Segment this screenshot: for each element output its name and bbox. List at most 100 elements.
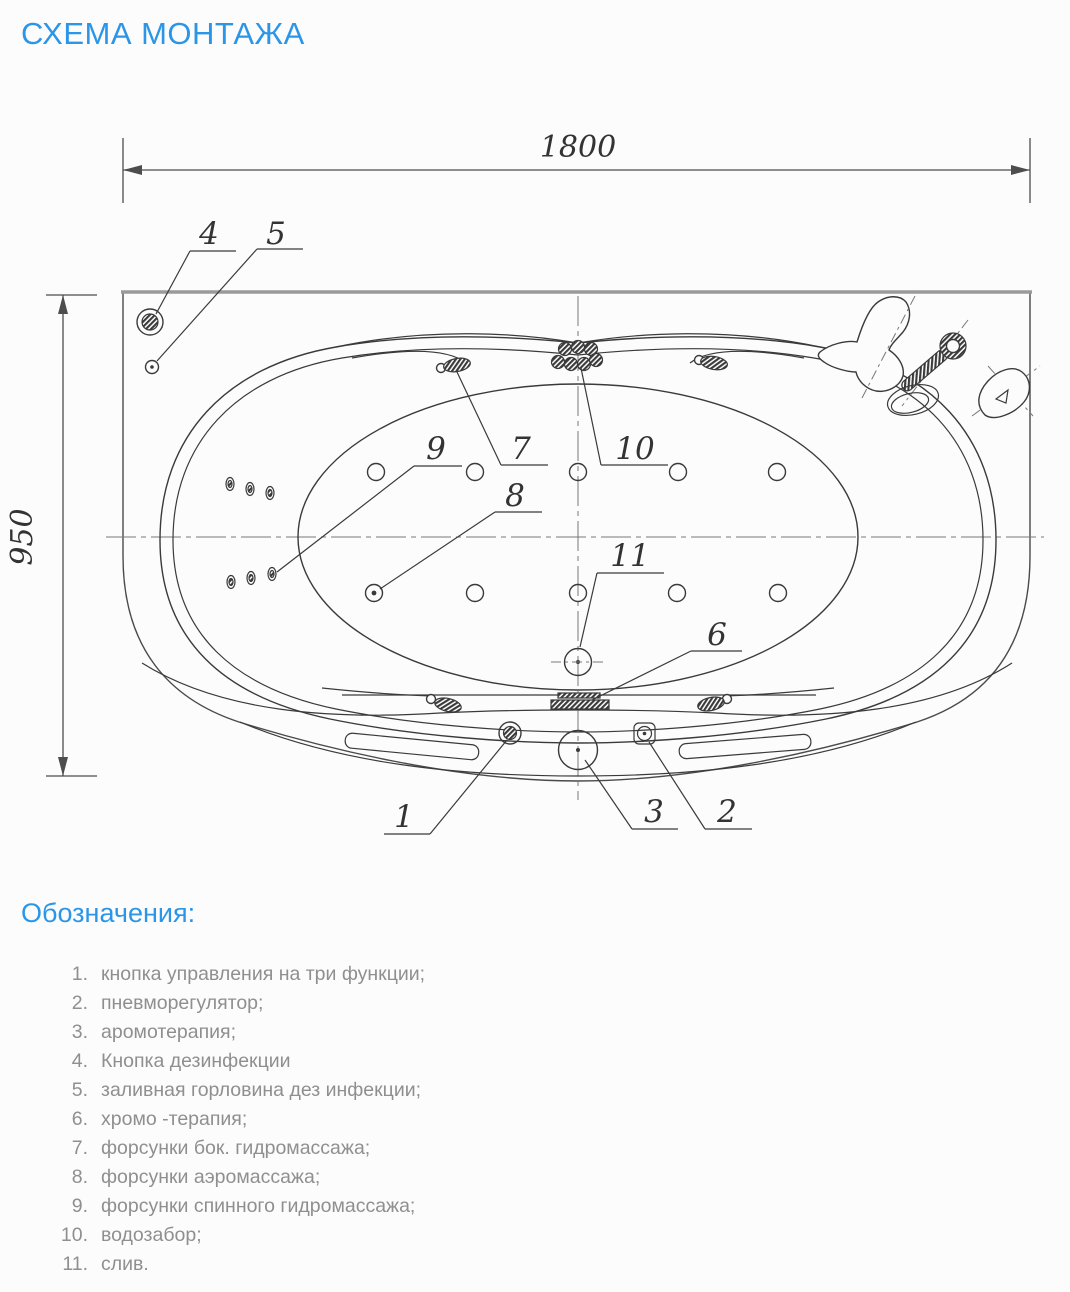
aero-jet-icon	[768, 583, 788, 603]
rim-wing-top-left	[335, 333, 579, 348]
legend-item-number: 10.	[60, 1224, 88, 1246]
callout-7: 7	[456, 371, 548, 467]
shower-knob-icon	[939, 332, 967, 360]
hose-escutcheon-icon	[886, 383, 940, 417]
aero-jet-icon	[465, 583, 485, 603]
page-title: СХЕМА МОНТАЖА	[21, 16, 305, 51]
callout-9: 9	[276, 431, 462, 573]
chromo-light-icon	[550, 692, 610, 710]
legend-item-10: 10. водозабор;	[0, 1221, 640, 1250]
legend-item-number: 5.	[71, 1079, 88, 1101]
shower-handset-icon	[817, 295, 916, 399]
callout-11: 11	[579, 538, 664, 648]
callout-label-7: 7	[511, 431, 531, 467]
aero-jet-icon	[667, 583, 687, 603]
dimension-height: 950	[5, 294, 97, 777]
height-dimension-label: 950	[5, 508, 40, 565]
legend-list: 1. кнопка управления на три функции; 2. пн…	[0, 960, 640, 1279]
callout-10: 10	[580, 367, 668, 467]
callout-4: 4	[155, 216, 236, 315]
legend-item-number: 7.	[71, 1137, 88, 1159]
legend-item-7: 7. форсунки бок. гидромассажа;	[0, 1134, 640, 1163]
legend-item-text: хромо -терапия;	[101, 1108, 248, 1130]
legend-item-text: аромотерапия;	[101, 1021, 237, 1043]
aero-jet-icon	[568, 462, 588, 482]
legend-item-1: 1. кнопка управления на три функции;	[0, 960, 640, 989]
disinfection-button-icon	[136, 308, 164, 336]
aero-jet-icon	[767, 462, 787, 482]
legend-item-number: 8.	[71, 1166, 88, 1188]
callout-label-11: 11	[610, 538, 649, 574]
legend-item-text: форсунки аэромассажа;	[101, 1166, 321, 1188]
legend-item-number: 3.	[71, 1021, 88, 1043]
callout-3: 3	[584, 759, 678, 830]
side-jet-icon	[697, 696, 725, 712]
headrest-slot-left	[344, 732, 480, 761]
callout-label-9: 9	[426, 431, 446, 467]
dimension-width: 1800	[122, 130, 1031, 203]
legend-item-number: 9.	[71, 1195, 88, 1217]
side-jet-icon	[443, 357, 471, 373]
back-jets-group	[225, 476, 277, 590]
control-button-icon	[498, 721, 522, 745]
legend-item-3: 3. аромотерапия;	[0, 1018, 640, 1047]
side-jets-group	[425, 354, 733, 713]
callout-label-2: 2	[716, 794, 737, 830]
callout-label-8: 8	[505, 478, 525, 514]
tub-basin	[297, 383, 859, 691]
legend-item-text: Кнопка дезинфекции	[101, 1050, 291, 1072]
legend-item-text: форсунки бок. гидромассажа;	[101, 1137, 371, 1159]
callouts: 4 5 9 7 8 10 11	[155, 216, 752, 835]
drain-icon	[551, 647, 606, 677]
side-jet-icon	[434, 697, 462, 713]
legend-item-number: 4.	[71, 1050, 88, 1072]
side-jet-icon	[700, 355, 728, 371]
legend-item-text: пневморегулятор;	[101, 992, 264, 1014]
filler-neck-icon	[144, 359, 160, 375]
headrest-slot-right	[678, 733, 812, 760]
aero-jet-icon	[366, 462, 386, 482]
dimension-arrow-right	[1011, 165, 1030, 175]
tub-deck-outline	[121, 290, 1032, 782]
rim-wing-top-right	[577, 333, 821, 348]
legend-heading: Обозначения:	[21, 898, 196, 928]
width-dimension-label: 1800	[540, 130, 616, 165]
aero-jet-icon	[668, 462, 688, 482]
legend-item-4: 4. Кнопка дезинфекции	[0, 1047, 640, 1076]
aero-jet-icon	[465, 462, 485, 482]
legend-item-6: 6.хромо -терапия;	[0, 1105, 640, 1134]
callout-label-5: 5	[266, 216, 286, 252]
legend-item-text: кнопка управления на три функции;	[101, 963, 426, 985]
callout-label-3: 3	[644, 794, 664, 830]
legend-item-text: форсунки спинного гидромассажа;	[101, 1195, 416, 1217]
aero-jet-icon	[364, 583, 384, 603]
callout-label-1: 1	[394, 799, 414, 835]
water-intake-icon	[550, 339, 604, 372]
apron-band	[141, 662, 1013, 777]
callout-5: 5	[156, 216, 303, 362]
legend-item-number: 1.	[71, 963, 88, 985]
legend-item-number: 2.	[71, 992, 88, 1014]
callout-label-10: 10	[615, 431, 654, 467]
legend-item-9: 9. форсунки спинного гидромассажа;	[0, 1192, 640, 1221]
back-jet-icon	[225, 476, 277, 590]
aero-jet-center-dot	[371, 590, 377, 596]
dimension-arrow-bottom	[58, 757, 68, 776]
aroma-dispenser-icon	[557, 729, 599, 771]
rim-wing-bottom-right	[723, 687, 835, 697]
legend-item-8: 8. форсунки аэромассажа;	[0, 1163, 640, 1192]
rim-wing-bottom-left	[321, 687, 433, 697]
legend-item-text: слив.	[101, 1253, 149, 1275]
legend-item-5: 5.заливная горловина дез инфекции;	[0, 1076, 640, 1105]
callout-label-6: 6	[707, 617, 727, 653]
dimension-arrow-left	[123, 165, 142, 175]
legend-item-11: 11. слив.	[0, 1250, 640, 1279]
aero-jet-icon	[568, 583, 588, 603]
callout-1: 1	[384, 739, 508, 835]
dimension-arrow-top	[58, 295, 68, 314]
callout-6: 6	[591, 617, 742, 701]
legend-item-number: 11.	[62, 1253, 88, 1275]
callout-8: 8	[379, 478, 542, 590]
legend-item-text: водозабор;	[101, 1224, 202, 1246]
